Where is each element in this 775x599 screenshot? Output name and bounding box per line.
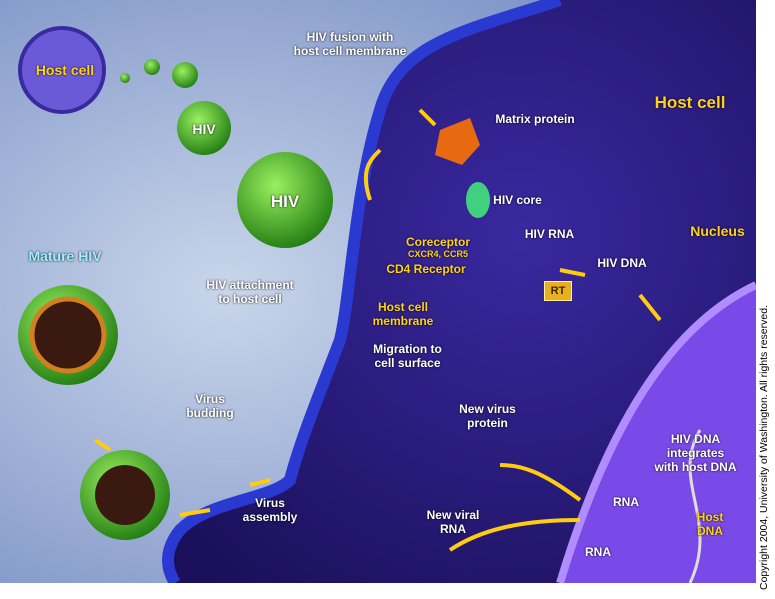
label-hiv-dna: HIV DNA bbox=[597, 256, 647, 270]
label-rna-2: RNA bbox=[585, 545, 611, 559]
label-virus-assembly: Virus assembly bbox=[242, 496, 298, 524]
host-cell-small-shape bbox=[18, 26, 106, 114]
label-host-cell-small: Host cell bbox=[35, 62, 95, 78]
hiv-particle-medium bbox=[177, 101, 231, 155]
label-coreceptor: Coreceptor bbox=[405, 235, 470, 249]
hiv-particle-tiny bbox=[120, 73, 130, 83]
label-host-cell-large: Host cell bbox=[654, 93, 726, 112]
label-hiv-large: HIV bbox=[270, 192, 300, 211]
pathway-arrows bbox=[93, 108, 662, 552]
label-fusion: HIV fusion with host cell membrane bbox=[293, 30, 407, 58]
hiv-core-shape bbox=[466, 182, 490, 218]
label-migration: Migration to cell surface bbox=[373, 342, 442, 370]
label-new-virus-protein: New virus protein bbox=[459, 402, 516, 430]
label-host-dna: Host DNA bbox=[696, 510, 724, 538]
label-matrix-protein: Matrix protein bbox=[495, 112, 575, 126]
label-cd4-receptor: CD4 Receptor bbox=[386, 262, 466, 276]
cytoplasm bbox=[168, 0, 756, 583]
nuclear-envelope bbox=[556, 281, 756, 583]
label-mature-hiv: Mature HIV bbox=[28, 248, 102, 264]
label-new-viral-rna: New viral RNA bbox=[426, 508, 480, 536]
label-hiv-rna: HIV RNA bbox=[524, 227, 575, 241]
reverse-transcriptase-badge: RT bbox=[544, 281, 572, 301]
label-virus-budding: Virus budding bbox=[186, 392, 234, 420]
matrix-protein-shape bbox=[435, 118, 480, 165]
host-dna-helix bbox=[688, 429, 702, 583]
budding-virus-core bbox=[95, 465, 155, 525]
label-nucleus: Nucleus bbox=[690, 223, 745, 239]
label-integrates: HIV DNA integrates with host DNA bbox=[654, 432, 737, 474]
label-coreceptor-types: CXCR4, CCR5 bbox=[407, 249, 468, 259]
hiv-particle-tiny bbox=[144, 59, 160, 75]
label-rna-1: RNA bbox=[613, 495, 639, 509]
nucleus bbox=[560, 285, 756, 583]
mature-hiv-core bbox=[29, 296, 107, 374]
hiv-particle-large bbox=[237, 152, 333, 248]
label-hiv-core: HIV core bbox=[493, 193, 542, 207]
label-attachment: HIV attachment to host cell bbox=[206, 278, 294, 306]
hiv-particle-small bbox=[172, 62, 198, 88]
label-hiv-small: HIV bbox=[192, 121, 216, 137]
copyright-notice: Copyright 2004, University of Washington… bbox=[758, 305, 770, 590]
hiv-lifecycle-illustration bbox=[0, 0, 756, 583]
label-host-cell-membrane: Host cell membrane bbox=[372, 300, 434, 328]
host-cell-membrane bbox=[162, 0, 562, 583]
